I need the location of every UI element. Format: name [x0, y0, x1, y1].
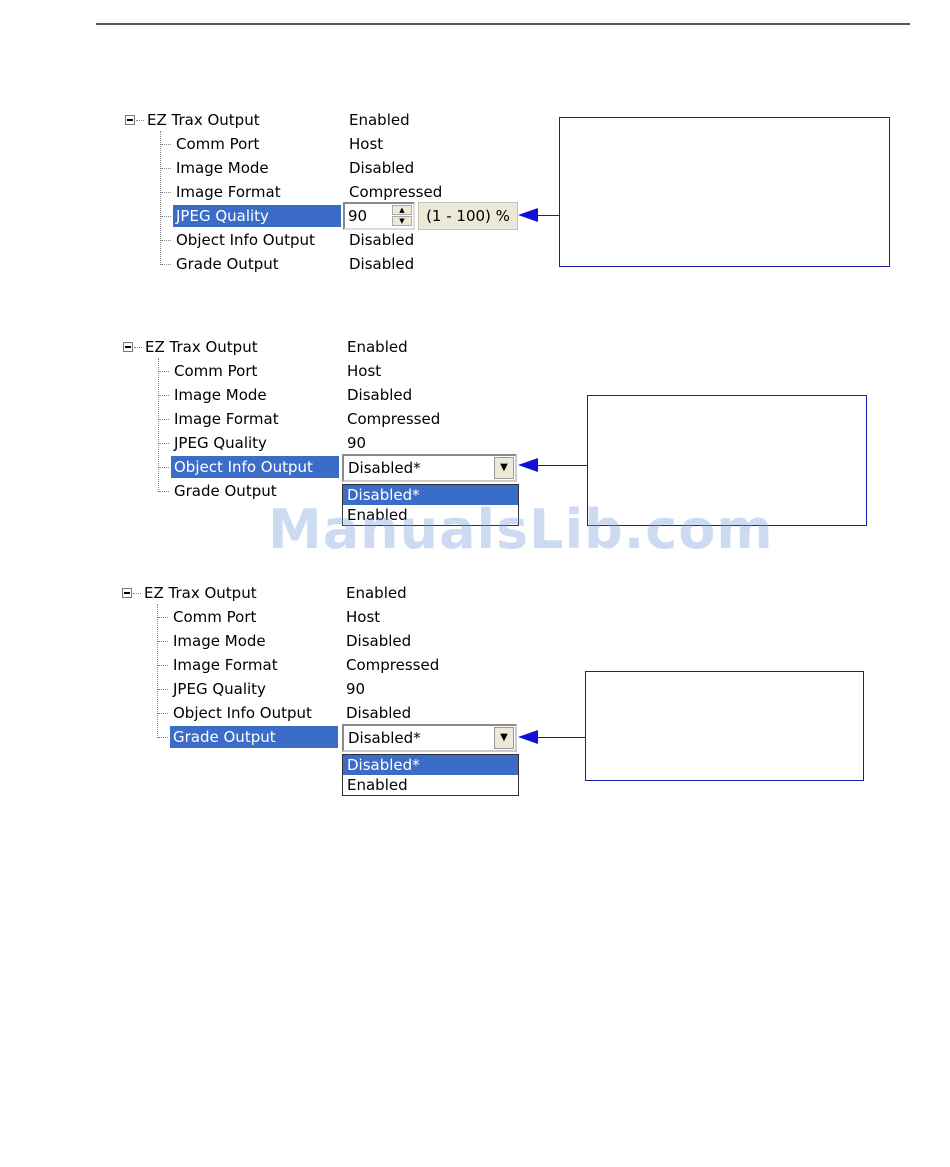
callout-connector [536, 465, 588, 466]
spinner-value: 90 [348, 207, 368, 225]
arrow-left-icon [518, 208, 538, 222]
selected-item-label: Grade Output [170, 726, 338, 748]
image-format-value: Compressed [347, 410, 441, 428]
select-value: Disabled* [348, 459, 421, 477]
watermark: ManualsLib.com [268, 498, 774, 561]
image-mode-value: Disabled [349, 159, 415, 177]
tree-root-value: Enabled [349, 111, 410, 129]
selected-item-label: Object Info Output [171, 456, 339, 478]
chevron-down-icon[interactable]: ▼ [494, 727, 514, 749]
jpeg-quality-spinner[interactable]: 90 ▲ ▼ [343, 202, 415, 230]
spin-up-icon[interactable]: ▲ [392, 205, 412, 215]
comm-port-value: Host [346, 608, 381, 626]
object-info-output-value: Disabled [346, 704, 412, 722]
selected-item-label: JPEG Quality [173, 205, 341, 227]
select-value: Disabled* [348, 729, 421, 747]
callout-connector [536, 215, 560, 216]
collapse-icon[interactable] [123, 342, 133, 352]
callout-box [587, 395, 867, 526]
tree-root-value: Enabled [346, 584, 407, 602]
jpeg-quality-value: 90 [346, 680, 366, 698]
object-info-output-value: Disabled [349, 231, 415, 249]
grade-output-value: Disabled [349, 255, 415, 273]
page-top-rule [96, 23, 910, 25]
object-info-output-options: Disabled* Enabled [342, 484, 519, 526]
image-format-value: Compressed [346, 656, 440, 674]
callout-connector [536, 737, 586, 738]
spin-down-icon[interactable]: ▼ [392, 216, 412, 226]
option-enabled[interactable]: Enabled [347, 506, 408, 524]
arrow-left-icon [518, 458, 538, 472]
arrow-left-icon [518, 730, 538, 744]
tree-root-label: EZ Trax Output [147, 111, 260, 129]
collapse-icon[interactable] [122, 588, 132, 598]
comm-port-value: Host [347, 362, 382, 380]
object-info-output-select[interactable]: Disabled* ▼ [342, 454, 517, 482]
jpeg-quality-value: 90 [347, 434, 367, 452]
image-mode-value: Disabled [347, 386, 413, 404]
option-disabled[interactable]: Disabled* [343, 755, 518, 775]
option-enabled[interactable]: Enabled [347, 776, 408, 794]
grade-output-options: Disabled* Enabled [342, 754, 519, 796]
collapse-icon[interactable] [125, 115, 135, 125]
option-disabled[interactable]: Disabled* [343, 485, 518, 505]
callout-box [559, 117, 890, 267]
tree-root-value: Enabled [347, 338, 408, 356]
image-format-value: Compressed [349, 183, 443, 201]
image-mode-value: Disabled [346, 632, 412, 650]
callout-box [585, 671, 864, 781]
comm-port-value: Host [349, 135, 384, 153]
chevron-down-icon[interactable]: ▼ [494, 457, 514, 479]
range-hint: (1 - 100) % [418, 202, 518, 230]
grade-output-select[interactable]: Disabled* ▼ [342, 724, 517, 752]
